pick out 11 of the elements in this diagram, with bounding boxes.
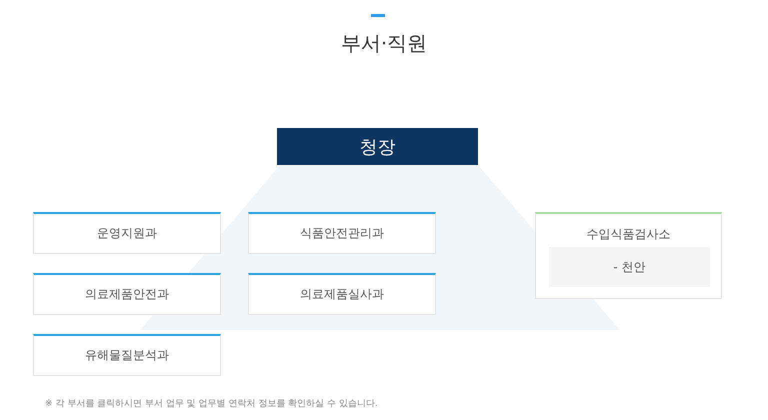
footnote: ※ 각 부서를 클릭하시면 부서 업무 및 업무별 연락처 정보를 확인하실 수 있습니다. <box>45 398 378 410</box>
department-box: 식품안전관리과 <box>248 212 436 254</box>
department-box: 의료제품안전과 <box>33 273 221 315</box>
department-box: 의료제품실사과 <box>248 273 436 315</box>
office-box <box>535 212 722 299</box>
office-name: 수입식품검사소 <box>586 226 672 243</box>
head-box: 청장 <box>277 128 478 165</box>
page-title: 부서·직원 <box>340 30 428 56</box>
department-box: 운영지원과 <box>33 212 221 254</box>
department-box: 유해물질분석과 <box>33 334 221 376</box>
branch-box: - 천안 <box>549 247 710 287</box>
